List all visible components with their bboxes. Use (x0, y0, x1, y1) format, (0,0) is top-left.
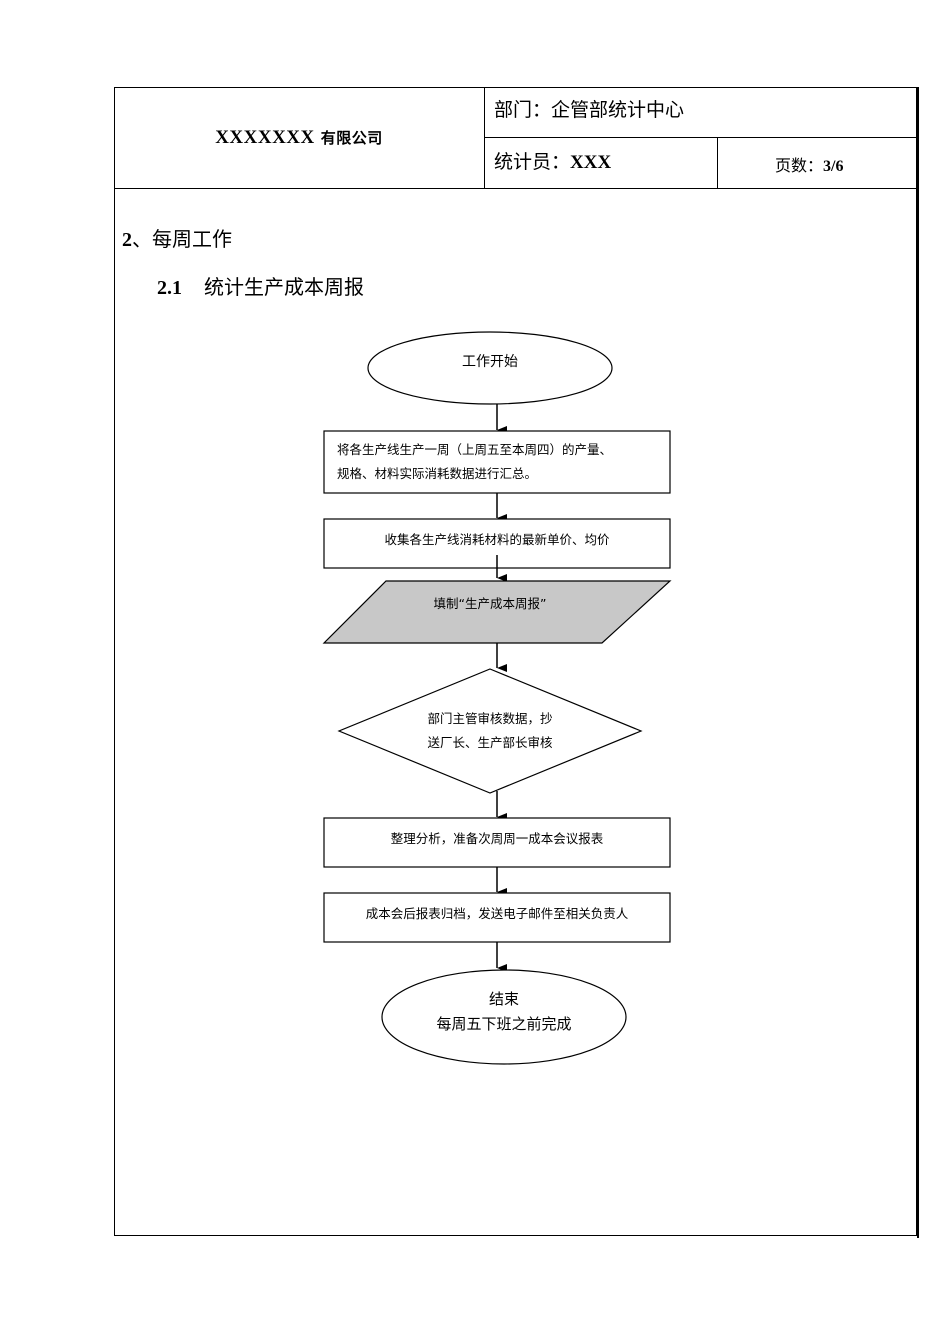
subsection-title: 统计生产成本周报 (204, 275, 364, 299)
statistician-label: 统计员： (494, 151, 571, 173)
data-parallelogram-text: 填制“生产成本周报” (433, 596, 547, 611)
subsection-number: 2.1 (157, 277, 182, 299)
department-field: 部门：企管部统计中心 (494, 95, 684, 122)
start-terminator (367, 331, 613, 405)
decision-diamond (337, 668, 643, 794)
page-frame-shadow (917, 87, 919, 1238)
company-name: XXXXXXX 有限公司 (114, 87, 484, 188)
page-count-value: 3/6 (823, 158, 844, 175)
start-label: 工作开始 (462, 354, 518, 370)
data-parallelogram (322, 580, 672, 644)
decision-line-2: 送厂长、生产部长审核 (427, 735, 553, 750)
header-divider-row (484, 137, 917, 138)
process-box-3-text: 整理分析，准备次周周一成本会议报表 (390, 831, 604, 846)
decision-line-1: 部门主管审核数据，抄 (427, 711, 553, 726)
statistician-field: 统计员：XXX (494, 147, 611, 174)
process-box-2-text: 收集各生产线消耗材料的最新单价、均价 (384, 532, 610, 547)
header-bottom-line (114, 188, 917, 189)
department-label: 部门： (494, 99, 552, 121)
page-count-label: 页数： (775, 156, 824, 175)
subsection-heading: 2.1 统计生产成本周报 (157, 271, 364, 300)
end-text: 结束 每周五下班之前完成 (384, 985, 624, 1039)
header-divider-pages (717, 137, 718, 188)
process-box-4-text: 成本会后报表归档，发送电子邮件至相关负责人 (365, 906, 629, 921)
company-name-suffix: 有限公司 (320, 129, 383, 147)
page-count-field: 页数：3/6 (775, 152, 843, 176)
page-frame (114, 87, 917, 1236)
department-value: 企管部统计中心 (551, 99, 685, 121)
end-line-2: 每周五下班之前完成 (436, 1015, 572, 1033)
process-box-1-line-2: 规格、材料实际消耗数据进行汇总。 (337, 466, 538, 481)
statistician-value: XXX (570, 152, 612, 173)
section-title: 、每周工作 (132, 227, 232, 251)
section-number: 2 (122, 229, 132, 251)
end-terminator (381, 969, 627, 1065)
company-name-latin: XXXXXXX (215, 126, 315, 148)
decision-text: 部门主管审核数据，抄 送厂长、生产部长审核 (380, 704, 600, 758)
end-line-1: 结束 (488, 990, 519, 1008)
process-box-1 (323, 430, 671, 494)
process-box-1-text: 将各生产线生产一周（上周五至本周四）的产量、 规格、材料实际消耗数据进行汇总。 (324, 431, 670, 493)
process-box-1-line-1: 将各生产线生产一周（上周五至本周四）的产量、 (337, 442, 613, 457)
process-box-4 (323, 892, 671, 943)
section-heading: 2、每周工作 (122, 223, 232, 252)
